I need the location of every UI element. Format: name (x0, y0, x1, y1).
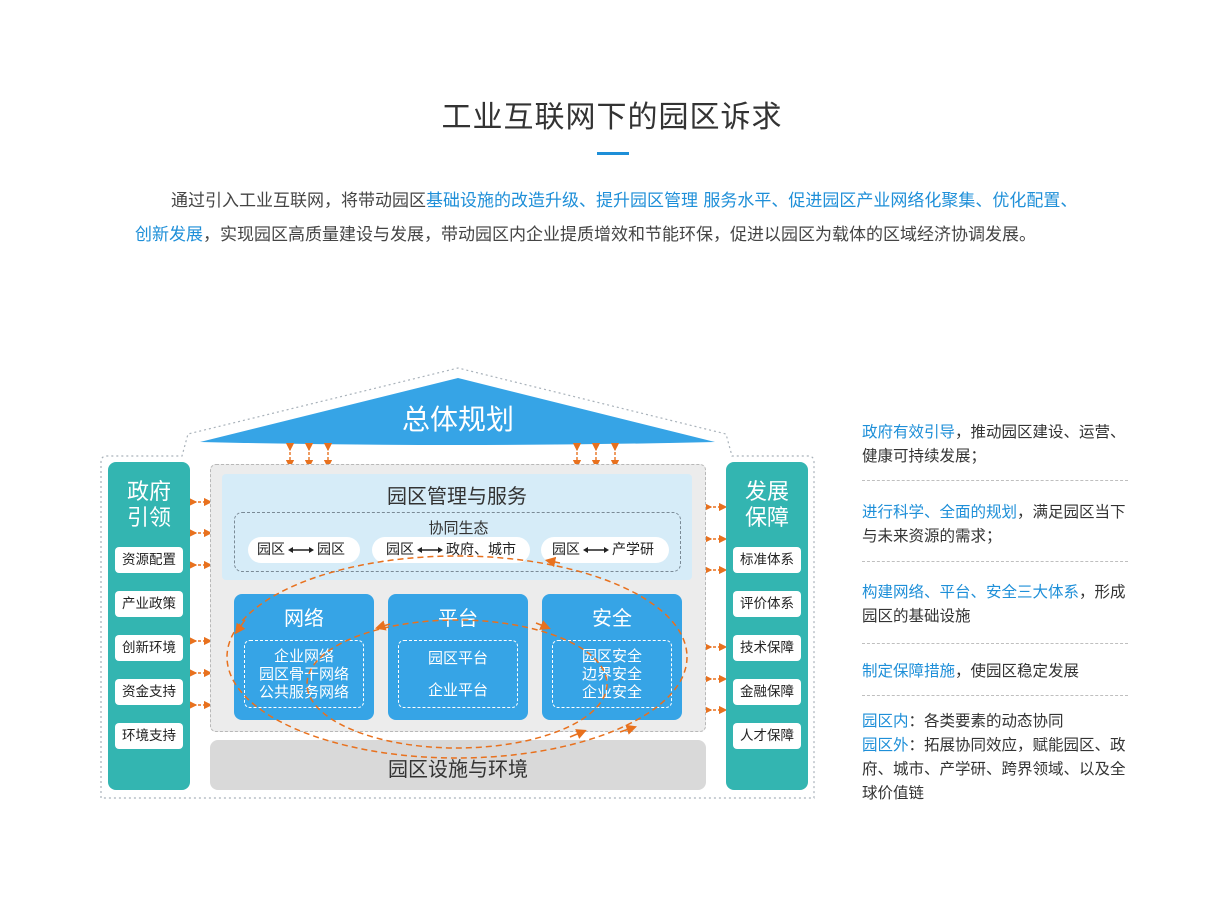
left-pillar-item: 环境支持 (115, 723, 183, 749)
side-note: 制定保障措施，使园区稳定发展 (862, 659, 1130, 683)
side-note-text: ，使园区稳定发展 (955, 662, 1080, 680)
side-note-highlight: 园区内 (862, 712, 909, 730)
ecology-box: 协同生态 (234, 512, 681, 572)
left-arrows (188, 497, 213, 710)
right-pillar-item: 技术保障 (733, 635, 801, 661)
roof-shape (200, 378, 715, 445)
side-note: 构建网络、平台、安全三大体系，形成园区的基础设施 (862, 580, 1130, 628)
side-note-highlight: 制定保障措施 (862, 662, 956, 680)
left-pillar-item: 创新环境 (115, 635, 183, 661)
side-divider (862, 643, 1128, 644)
roof-label: 总体规划 (401, 403, 514, 436)
right-pillar-title-line2: 保障 (744, 506, 789, 531)
double-arrow-icon (583, 547, 609, 553)
block-inner: 园区平台 企业平台 (398, 640, 518, 708)
left-pillar-title: 政府 引领 (108, 480, 190, 532)
title-underline (597, 152, 629, 155)
right-pillar-title: 发展 保障 (726, 480, 808, 532)
side-divider (862, 561, 1128, 562)
pill-left: 园区 (386, 542, 414, 558)
right-pillar: 发展 保障 标准体系 评价体系 技术保障 金融保障 人才保障 (726, 462, 808, 790)
side-note-text: ，推动园区建设、运营、健康可持续发展； (862, 423, 1126, 465)
network-block: 网络 企业网络 园区骨干网络 公共服务网络 (234, 594, 374, 720)
double-arrow-icon (417, 547, 443, 553)
right-arrows (703, 502, 728, 715)
left-pillar-item: 产业政策 (115, 591, 183, 617)
left-pillar: 政府 引领 资源配置 产业政策 创新环境 资金支持 环境支持 (108, 462, 190, 790)
intro-highlight: 基础设施的改造升级、提升园区管理 服务水平、促进园区产业网络化聚集、优化配置、创… (135, 191, 1078, 245)
block-line: 企业平台 (427, 681, 488, 699)
side-note: 园区外：拓展协同效应，赋能园区、政府、城市、产学研、跨界领域、以及全球价值链 (862, 733, 1130, 805)
side-note-text: ，满足园区当下与未来资源的需求； (862, 503, 1126, 545)
pill-left: 园区 (257, 542, 285, 558)
side-note-highlight: 政府有效引导 (862, 423, 956, 441)
pill-right: 产学研 (612, 542, 654, 558)
right-pillar-item: 标准体系 (733, 547, 801, 573)
block-inner: 企业网络 园区骨干网络 公共服务网络 (244, 640, 364, 708)
block-line: 园区骨干网络 (258, 665, 349, 683)
ecology-pill: 园区 园区 (248, 537, 360, 563)
management-title: 园区管理与服务 (387, 484, 527, 508)
pill-right: 政府、城市 (446, 542, 516, 558)
right-pillar-item: 金融保障 (733, 679, 801, 705)
left-pillar-title-line1: 政府 (126, 480, 171, 505)
left-pillar-item: 资源配置 (115, 547, 183, 573)
intro-rest: ，实现园区高质量建设与发展，带动园区内企业提质增效和节能环保，促进以园区为载体的… (203, 225, 1036, 245)
side-note: 政府有效引导，推动园区建设、运营、健康可持续发展； (862, 420, 1130, 468)
side-note-text: ：各类要素的动态协同 (908, 712, 1064, 730)
pill-left: 园区 (552, 542, 580, 558)
side-divider (862, 695, 1128, 696)
side-note-highlight: 园区外 (862, 736, 909, 754)
base-label: 园区设施与环境 (388, 757, 528, 781)
block-title: 安全 (592, 606, 632, 630)
pill-right: 园区 (317, 542, 345, 558)
side-note-highlight: 进行科学、全面的规划 (862, 503, 1018, 521)
block-line: 企业安全 (581, 683, 642, 701)
ecology-title: 协同生态 (428, 519, 489, 537)
right-pillar-item: 人才保障 (733, 723, 801, 749)
side-note-text: ，形成园区的基础设施 (862, 583, 1126, 625)
right-pillar-item: 评价体系 (733, 591, 801, 617)
left-pillar-title-line2: 引领 (126, 506, 171, 531)
page-title: 工业互联网下的园区诉求 (441, 100, 783, 135)
block-line: 公共服务网络 (258, 683, 349, 701)
left-pillar-item: 资金支持 (115, 679, 183, 705)
block-title: 网络 (284, 606, 324, 630)
security-block: 安全 园区安全 边界安全 企业安全 (542, 594, 682, 720)
side-note: 进行科学、全面的规划，满足园区当下与未来资源的需求； (862, 500, 1130, 548)
platform-block: 平台 园区平台 企业平台 (388, 594, 528, 720)
block-title: 平台 (438, 606, 478, 630)
double-arrow-icon (288, 547, 314, 553)
side-note-text: ：拓展协同效应，赋能园区、政府、城市、产学研、跨界领域、以及全球价值链 (862, 736, 1126, 802)
ecology-pill: 园区 产学研 (541, 537, 669, 563)
block-line: 企业网络 (273, 647, 334, 665)
right-pillar-title-line1: 发展 (744, 480, 789, 505)
block-line: 边界安全 (581, 665, 642, 683)
intro-paragraph: 通过引入工业互联网，将带动园区基础设施的改造升级、提升园区管理 服务水平、促进园… (135, 184, 1080, 252)
side-divider (862, 480, 1128, 481)
side-note: 园区内：各类要素的动态协同 (862, 709, 1130, 733)
intro-lead: 通过引入工业互联网，将带动园区 (171, 191, 426, 211)
roof-arrows (285, 442, 620, 469)
block-line: 园区平台 (427, 649, 488, 667)
side-note-highlight: 构建网络、平台、安全三大体系 (862, 583, 1080, 601)
